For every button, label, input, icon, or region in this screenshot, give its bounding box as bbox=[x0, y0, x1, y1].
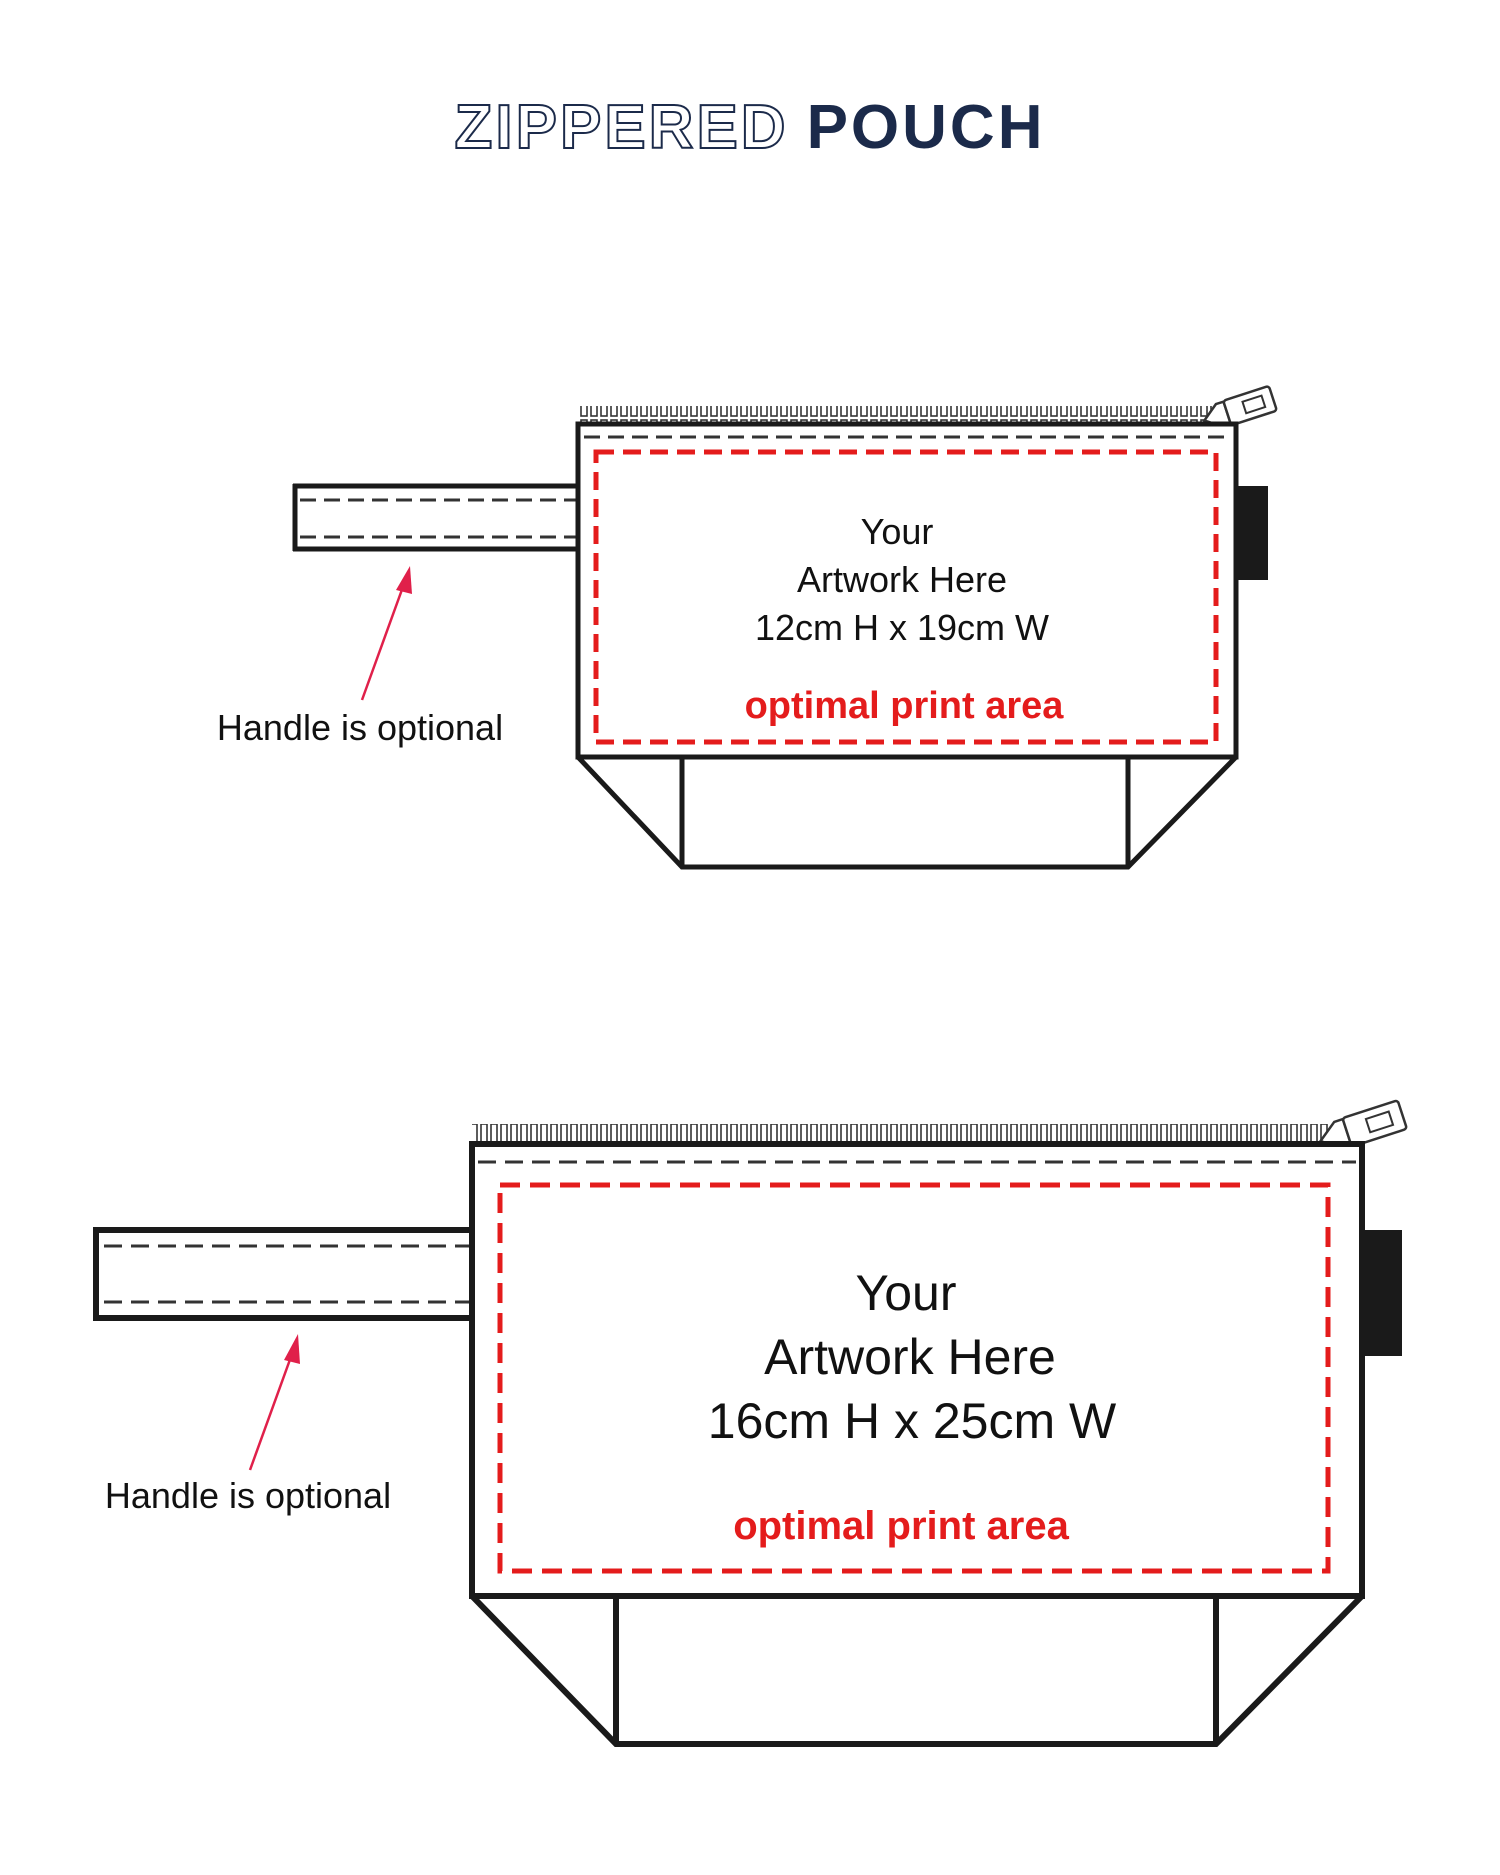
small-pouch: Your Artwork Here 12cm H x 19cm W optima… bbox=[217, 385, 1278, 870]
large-pouch-base bbox=[469, 1593, 1365, 1747]
small-handle-note: Handle is optional bbox=[217, 707, 503, 748]
small-print-area bbox=[593, 449, 1219, 745]
title-outline-word: ZIPPERED bbox=[454, 92, 789, 163]
large-print-area-label: optimal print area bbox=[733, 1504, 1069, 1548]
small-artwork-line1: Your bbox=[861, 511, 934, 552]
small-pouch-body bbox=[575, 421, 1239, 760]
large-pouch: Your Artwork Here 16cm H x 25cm W optima… bbox=[93, 1099, 1408, 1747]
small-artwork-line2: Artwork Here bbox=[797, 559, 1007, 600]
large-handle bbox=[93, 1227, 472, 1321]
large-arrow bbox=[248, 1334, 300, 1471]
title-solid-word: POUCH bbox=[806, 93, 1046, 162]
large-print-area bbox=[497, 1182, 1331, 1574]
large-artwork-line2: Artwork Here bbox=[764, 1329, 1056, 1385]
large-side-tab bbox=[1362, 1230, 1402, 1356]
large-artwork-line1: Your bbox=[855, 1265, 956, 1321]
large-handle-note: Handle is optional bbox=[105, 1475, 391, 1516]
small-side-tab bbox=[1236, 486, 1268, 580]
large-zipper-pull bbox=[1318, 1099, 1408, 1150]
large-pouch-body bbox=[469, 1141, 1365, 1599]
small-pouch-base bbox=[576, 755, 1238, 870]
large-dimensions: 16cm H x 25cm W bbox=[708, 1393, 1117, 1449]
small-arrow bbox=[360, 566, 412, 701]
small-dimensions: 12cm H x 19cm W bbox=[755, 607, 1049, 648]
small-handle bbox=[292, 483, 578, 552]
small-print-area-label: optimal print area bbox=[745, 685, 1065, 727]
